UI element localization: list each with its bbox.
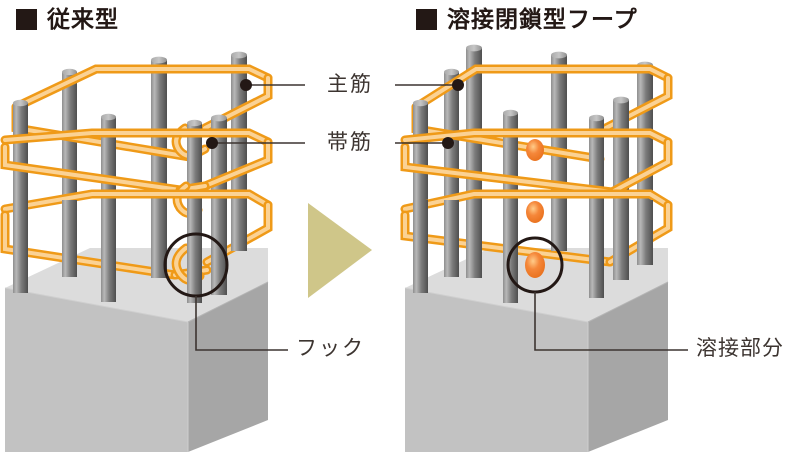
title-welded-hoop: 溶接閉鎖型フープ bbox=[416, 8, 638, 31]
right-main-rebars-front bbox=[413, 200, 653, 303]
right-concrete-base bbox=[404, 248, 669, 452]
bullet-square-icon bbox=[16, 9, 37, 30]
left-hook-callout bbox=[163, 232, 288, 351]
title-conventional: 従来型 bbox=[16, 8, 119, 31]
bullet-square-icon bbox=[416, 9, 437, 30]
weld-joint-icon bbox=[526, 201, 544, 223]
transition-arrow-icon bbox=[308, 203, 372, 298]
weld-joint-icon bbox=[526, 139, 544, 161]
label-hook: フック bbox=[296, 337, 365, 360]
leader-dot bbox=[452, 79, 464, 91]
right-hoop-second bbox=[400, 128, 673, 197]
leader-dot bbox=[206, 137, 218, 149]
label-weld: 溶接部分 bbox=[696, 337, 784, 360]
label-main-rebar: 主筋 bbox=[327, 73, 373, 96]
leader-dot bbox=[240, 79, 252, 91]
right-weld-callout bbox=[506, 236, 688, 351]
weld-joint-icon bbox=[525, 252, 545, 278]
title-welded-hoop-text: 溶接閉鎖型フープ bbox=[447, 6, 638, 32]
leader-dot bbox=[442, 137, 454, 149]
left-hoop-second bbox=[0, 128, 273, 218]
label-hoop-rebar: 帯筋 bbox=[327, 131, 373, 154]
leader-main-rebar bbox=[240, 79, 464, 91]
right-hoop-third bbox=[400, 189, 673, 267]
title-conventional-text: 従来型 bbox=[47, 6, 119, 32]
left-main-rebars-front bbox=[13, 200, 247, 302]
leader-hoop-rebar bbox=[206, 137, 454, 149]
